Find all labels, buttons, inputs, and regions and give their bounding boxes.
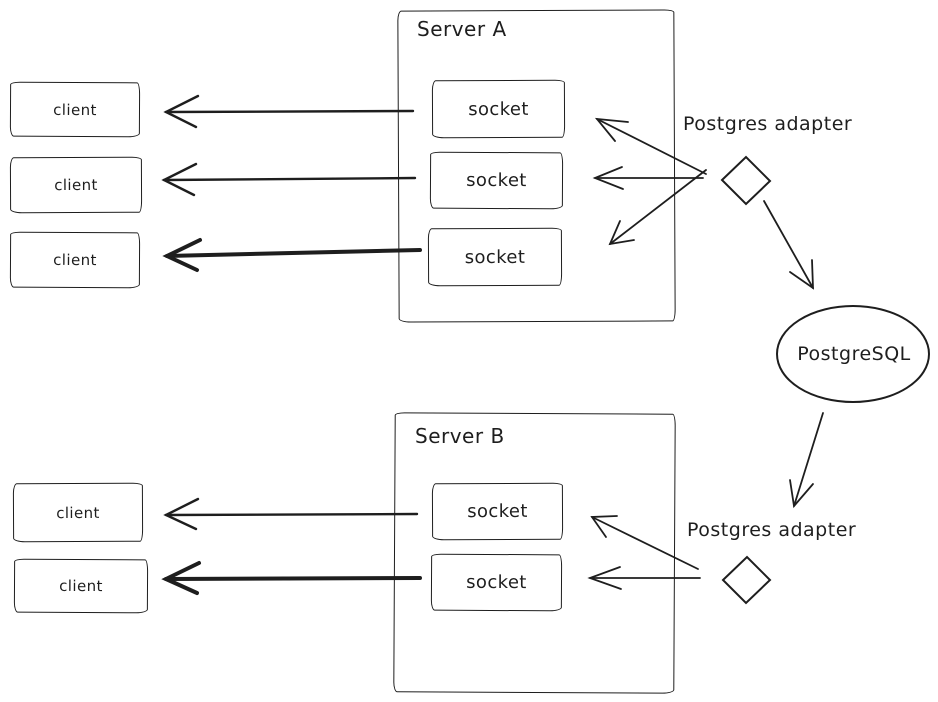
postgres-adapter-b-diamond (721, 555, 772, 605)
server-b-title: Server B (415, 424, 505, 448)
socket-box: socket (431, 482, 564, 541)
arrow-socketA1-client1 (163, 94, 415, 129)
postgres-adapter-b-label: Postgres adapter (687, 519, 857, 541)
postgres-adapter-a-diamond (720, 155, 772, 206)
arrow-postgresql-adapterB (789, 412, 824, 509)
socket-label: socket (464, 246, 526, 268)
socket-label: socket (468, 98, 529, 120)
server-a-title: Server A (417, 17, 507, 41)
arrow-socketA2-client2 (161, 162, 417, 197)
client-label: client (54, 175, 98, 195)
socket-box: socket (430, 553, 563, 612)
arrow-socketA3-client3 (162, 238, 422, 272)
client-box: client (13, 558, 149, 614)
arrow-adapterA-socket2 (592, 166, 704, 190)
client-label: client (53, 250, 97, 270)
client-box: client (9, 156, 143, 214)
socket-box: socket (429, 151, 564, 210)
postgresql-ellipse (776, 305, 930, 403)
arrow-adapterB-socket2 (587, 566, 701, 590)
arrow-socketB1-client4 (163, 497, 419, 531)
client-box: client (12, 482, 144, 543)
socket-label: socket (467, 500, 528, 523)
arrow-adapterA-socket3 (608, 169, 707, 246)
arrow-adapterA-socket1 (594, 117, 707, 175)
postgresql-label: PostgreSQL (797, 343, 911, 365)
socket-label: socket (466, 571, 527, 594)
client-label: client (56, 503, 100, 522)
client-label: client (53, 100, 97, 119)
socket-box: socket (427, 227, 563, 287)
client-label: client (59, 576, 103, 596)
client-box: client (9, 231, 141, 289)
postgres-adapter-a-label: Postgres adapter (683, 113, 853, 135)
arrow-adapterB-socket1 (590, 515, 699, 570)
socket-box: socket (431, 79, 566, 139)
arrow-adapterA-postgresql (763, 200, 814, 290)
socket-label: socket (466, 169, 527, 192)
client-box: client (9, 81, 141, 138)
arrow-socketB2-client5 (161, 561, 422, 595)
